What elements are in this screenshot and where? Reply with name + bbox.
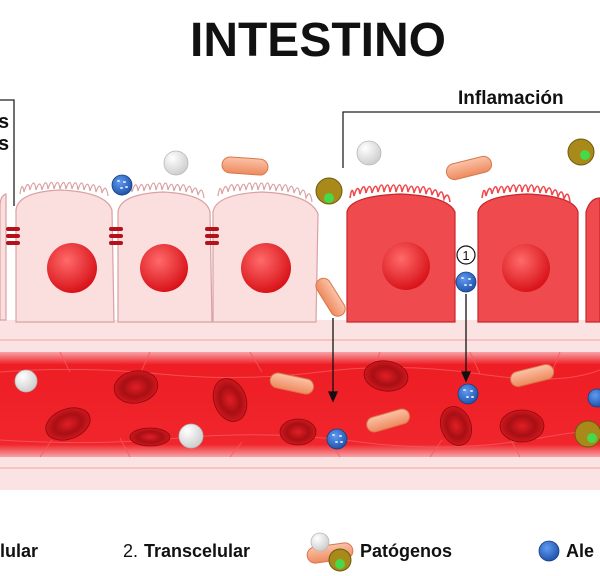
red-blood-cell: [363, 360, 409, 392]
nuclei: [47, 242, 550, 293]
inflammation-bracket: [342, 111, 600, 168]
bacterium: [315, 277, 346, 317]
legend-item-2: Transcelular: [144, 541, 250, 561]
inflammation-label: Inflamación: [458, 88, 564, 109]
page-title: INTESTINO: [190, 14, 446, 67]
red-blood-cells: [45, 360, 545, 447]
allergen: [587, 388, 600, 408]
tissue-lines: [0, 339, 600, 469]
red-blood-cell: [499, 409, 545, 443]
legend-pathogen-icon: [306, 532, 354, 572]
white-cell: [14, 369, 38, 393]
healthy-microvilli: [19, 181, 313, 203]
pathogen-core: [587, 433, 597, 443]
tight-junctions: [6, 227, 219, 245]
legend: lular 2. Transcelular Patógenos Ale: [0, 532, 594, 572]
bacteria: [221, 155, 555, 433]
inflamed-microvilli: [349, 184, 571, 203]
legend-item-3: Patógenos: [360, 541, 452, 561]
pathogen-core: [324, 193, 334, 203]
nucleus: [47, 243, 97, 293]
allergen: [455, 271, 477, 293]
pathogen: [315, 177, 343, 205]
nucleus: [140, 244, 188, 292]
marker-circle: [456, 245, 476, 265]
red-blood-cell: [129, 427, 171, 447]
red-blood-cell: [212, 378, 248, 422]
bacterium: [221, 156, 269, 176]
inflamed-cell-3: [585, 197, 600, 323]
white-pathogens: [14, 140, 382, 449]
white-cell: [178, 423, 204, 449]
allergen: [457, 383, 479, 405]
red-blood-cell: [113, 370, 159, 404]
allergen: [111, 174, 133, 196]
legend-item-2-number: 2.: [123, 541, 138, 561]
red-blood-cell: [45, 407, 91, 441]
allergen-dots: [117, 180, 474, 443]
white-cell: [163, 150, 189, 176]
red-blood-cell: [279, 418, 317, 446]
olive-pathogens: [315, 138, 600, 448]
nucleus: [502, 244, 550, 292]
pathogen-core: [580, 150, 590, 160]
pathogen: [574, 420, 600, 448]
bacterium: [510, 363, 555, 387]
marker-number: 1: [462, 248, 469, 263]
allergens: [111, 174, 600, 450]
nucleus: [382, 242, 430, 290]
bacterium: [269, 372, 315, 395]
white-cell: [356, 140, 382, 166]
bacterium: [366, 408, 411, 433]
legend-item-4: Ale: [566, 541, 594, 561]
transport-arrows: [327, 294, 472, 403]
left-label-bracket: [0, 99, 15, 206]
vessel-wall-texture: [0, 351, 600, 458]
legend-item-1: lular: [0, 541, 38, 561]
allergen: [326, 428, 348, 450]
nucleus: [241, 243, 291, 293]
legend-allergen-icon: [538, 540, 560, 562]
red-blood-cell: [439, 406, 473, 446]
healthy-cell-1: [0, 193, 7, 321]
bacterium: [445, 155, 493, 181]
